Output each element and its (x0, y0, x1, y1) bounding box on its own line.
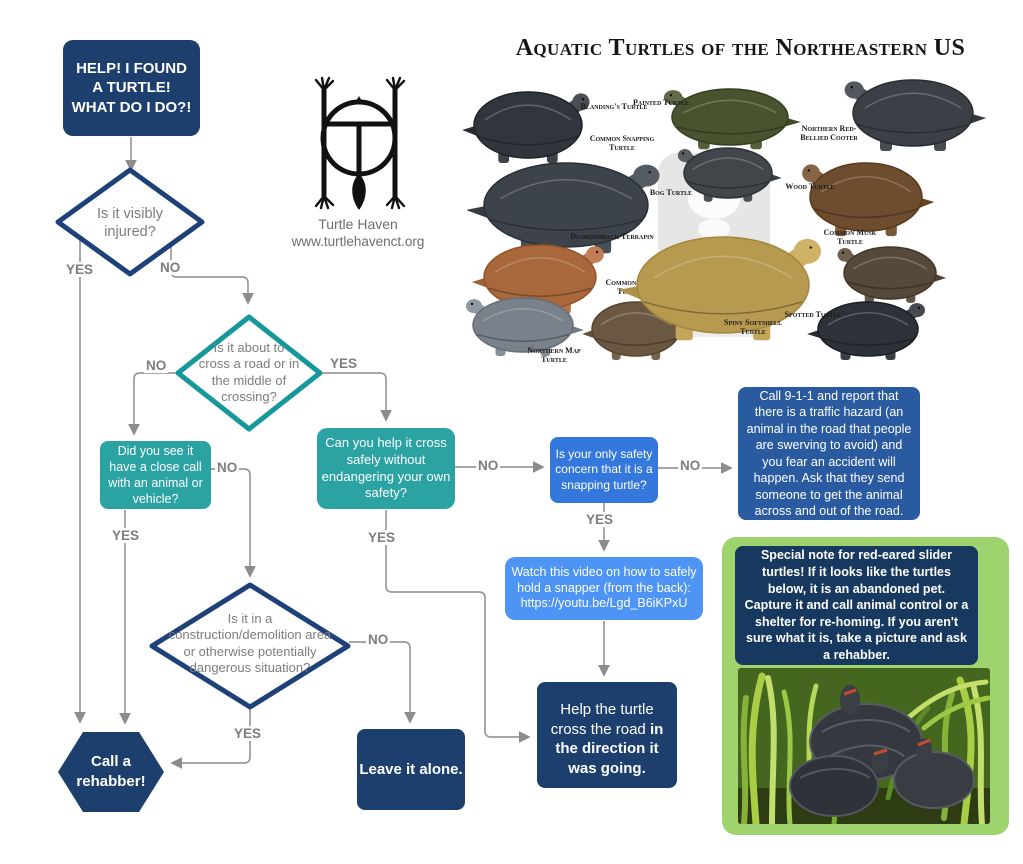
turtle-illustration (837, 246, 947, 303)
start-node: HELP! I FOUND A TURTLE! WHAT DO I DO?! (63, 40, 200, 136)
logo-url[interactable]: www.turtlehavenct.org (291, 233, 425, 249)
logo-name: Turtle Haven (318, 216, 398, 232)
species-label: Blanding's Turtle (580, 102, 648, 111)
species-label: Painted Turtle (633, 98, 689, 107)
red-eared-slider-note: Special note for red-eared slider turtle… (735, 546, 978, 665)
rehabber-label: Call a rehabber! (76, 753, 146, 790)
turtle-illustration (677, 147, 782, 202)
crossing-question: Is it about to cross a road or in the mi… (198, 340, 300, 404)
species-label: Northern Map Turtle (527, 346, 581, 364)
species-label: Wood Turtle (785, 182, 835, 191)
poster-title: Aquatic Turtles of the Northeastern US (515, 35, 966, 61)
red-eared-slider-photo (738, 668, 990, 824)
edge-closecall-no (211, 468, 256, 578)
construction-question: Is it in a construction/demolition area … (168, 611, 332, 675)
label-injured-no: NO (158, 260, 183, 275)
close-call-box: Did you see it have a close call with an… (100, 441, 211, 509)
label-closecall-yes: YES (110, 528, 142, 543)
red-eared-slider-panel: Special note for red-eared slider turtle… (722, 537, 1009, 835)
turtle-illustration (462, 91, 590, 163)
help-cross-text-bold: in the direction it was going. (555, 720, 664, 777)
video-box: Watch this video on how to safely hold a… (505, 557, 703, 620)
edge-construction-no (349, 641, 416, 724)
turtle-illustration (471, 244, 604, 314)
aquatic-turtles-poster: Aquatic Turtles of the Northeastern US B… (462, 33, 1013, 378)
edge-crosshelp-yes (385, 510, 531, 743)
cross-help-box: Can you help it cross safely without end… (317, 428, 455, 509)
species-label: Common Musk Turtle (823, 228, 877, 246)
turtle-haven-logo-icon (314, 76, 406, 210)
edge-crossing-yes (321, 372, 392, 422)
species-label: Bog Turtle (649, 188, 693, 197)
label-snapper-yes: YES (584, 512, 616, 527)
label-construction-no: NO (366, 632, 391, 647)
turtle-illustration (844, 79, 987, 151)
turtle-illustration (620, 236, 822, 341)
label-crossing-yes: YES (328, 356, 360, 371)
turtle-illustration (807, 301, 925, 361)
help-cross-box: Help the turtle cross the road in the di… (537, 682, 677, 788)
turtle-illustration (802, 162, 935, 237)
rehabber-hexagon (58, 732, 164, 812)
label-crosshelp-yes: YES (366, 530, 398, 545)
crossing-diamond (175, 314, 323, 432)
label-crossing-no: NO (144, 358, 169, 373)
label-crosshelp-no: NO (476, 458, 501, 473)
turtle-illustration (467, 162, 660, 254)
injured-diamond (55, 167, 205, 277)
turtle-illustration (663, 88, 801, 150)
call-911-box: Call 9-1-1 and report that there is a tr… (738, 387, 920, 520)
snapper-question-box: Is your only safety concern that it is a… (550, 437, 658, 503)
construction-diamond (149, 582, 351, 710)
injured-question: Is it visibly injured? (96, 206, 164, 241)
label-construction-yes: YES (232, 726, 264, 741)
video-text: Watch this video on how to safely hold a… (511, 565, 697, 595)
label-closecall-no: NO (215, 460, 240, 475)
species-label: Common Snapping Turtle (589, 134, 655, 152)
turtle-haven-logo: Turtle Haven www.turtlehavenct.org (288, 216, 428, 250)
turtle-illustration (466, 297, 584, 357)
label-injured-yes: YES (64, 262, 96, 277)
species-label: Diamondback Terrapin (570, 232, 654, 241)
edge-crossing-no (128, 372, 177, 436)
leave-alone-box: Leave it alone. (357, 729, 465, 810)
label-snapper-no: NO (678, 458, 703, 473)
species-label: Spiny Softshell Turtle (724, 318, 782, 336)
help-cross-text: Help the turtle cross the road (550, 701, 654, 738)
species-label: Spotted Turtle (784, 310, 842, 319)
video-url-link[interactable]: https://youtu.be/Lgd_B6iKPxU (520, 596, 688, 611)
species-label: Northern Red-Bellied Cooter (800, 124, 858, 142)
